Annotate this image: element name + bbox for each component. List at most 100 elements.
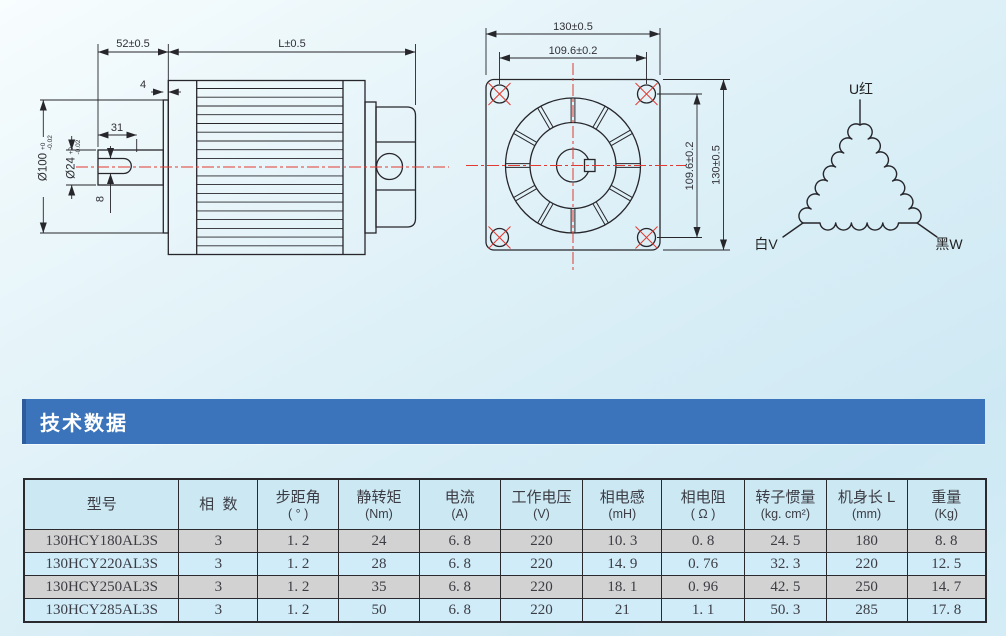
- motor-front-view: 130±0.5 109.6±0.2 109.6±0.2 130±0.5: [466, 21, 730, 272]
- svg-text:-0.02: -0.02: [75, 139, 82, 154]
- cell: 42. 5: [743, 575, 827, 599]
- cell: 250: [825, 575, 908, 599]
- section-title: 技术数据: [40, 413, 128, 435]
- cell: 180: [825, 529, 908, 553]
- col-header-phases: 相 数: [178, 478, 259, 530]
- cell: 6. 8: [418, 598, 501, 623]
- section-header-bar: 技术数据: [22, 399, 985, 444]
- cell: 50: [338, 598, 420, 623]
- cell: 6. 8: [418, 575, 501, 599]
- cell: 1. 2: [257, 552, 340, 576]
- motor-side-view: 52±0.5 L±0.5 4 31 Ø100 +0 -0.02 Ø24 +0 -…: [38, 38, 449, 256]
- svg-text:-0.02: -0.02: [47, 135, 54, 150]
- cell: 17. 8: [906, 598, 987, 623]
- cell: 0. 76: [661, 552, 745, 576]
- side-view-dimensions: [39, 44, 416, 234]
- col-header-current: 电流(A): [418, 478, 501, 530]
- cell: 35: [338, 575, 420, 599]
- dim-key-length: 31: [111, 122, 123, 134]
- cell: 50. 3: [743, 598, 827, 623]
- cell: 1. 2: [257, 529, 340, 553]
- terminal-v-label: 白V: [754, 236, 778, 252]
- cell: 1. 2: [257, 575, 340, 599]
- terminal-u-label: U红: [849, 81, 873, 97]
- cell: 285: [825, 598, 908, 623]
- dim-front-length: 52±0.5: [116, 38, 150, 50]
- cell: 32. 3: [743, 552, 827, 576]
- shaft-keyway-slot: [98, 157, 132, 175]
- cell: 3: [178, 552, 259, 576]
- dim-body-length: L±0.5: [278, 38, 305, 50]
- col-header-body-length: 机身长 L(mm): [825, 478, 908, 530]
- cell: 0. 8: [661, 529, 745, 553]
- coil-right: [859, 123, 922, 224]
- mounting-holes: [488, 82, 658, 249]
- cell: 6. 8: [418, 552, 501, 576]
- cell: 24. 5: [743, 529, 827, 553]
- cell: 220: [499, 598, 584, 623]
- cell: 28: [338, 552, 420, 576]
- svg-text:130±0.5: 130±0.5: [711, 145, 723, 185]
- coil-bottom: [802, 222, 918, 231]
- cell-model: 130HCY285AL3S: [23, 598, 180, 623]
- col-header-resistance: 相电阻( Ω ): [661, 478, 745, 530]
- endbell: [375, 106, 417, 228]
- cell: 3: [178, 575, 259, 599]
- svg-text:8: 8: [95, 196, 107, 202]
- cell: 21: [582, 598, 663, 623]
- dim-key-width: 8: [95, 196, 107, 202]
- header-row: 型号 相 数 步距角( ° ) 静转矩(Nm) 电流(A) 工作电压(V) 相电…: [23, 478, 987, 530]
- svg-text:Ø100: Ø100: [38, 153, 50, 181]
- dim-pilot-depth: 4: [140, 79, 146, 91]
- svg-text:+0: +0: [68, 147, 75, 155]
- cell: 3: [178, 598, 259, 623]
- cell: 18. 1: [582, 575, 663, 599]
- cell: 10. 3: [582, 529, 663, 553]
- technical-data-table: 型号 相 数 步距角( ° ) 静转矩(Nm) 电流(A) 工作电压(V) 相电…: [23, 478, 987, 623]
- dim-hole-spacing-top: 109.6±0.2: [549, 45, 598, 57]
- terminal-w-lead: [916, 222, 938, 238]
- cell: 24: [338, 529, 420, 553]
- col-header-voltage: 工作电压(V): [499, 478, 584, 530]
- dim-hole-spacing-side: 109.6±0.2: [684, 142, 696, 191]
- cell: 14. 7: [906, 575, 987, 599]
- technical-drawings: 52±0.5 L±0.5 4 31 Ø100 +0 -0.02 Ø24 +0 -…: [38, 21, 963, 272]
- col-header-inductance: 相电感(mH): [582, 478, 663, 530]
- cell-model: 130HCY180AL3S: [23, 529, 180, 553]
- col-header-rotor-inertia: 转子惯量(kg. cm²): [743, 478, 827, 530]
- cell: 3: [178, 529, 259, 553]
- cell: 6. 8: [418, 529, 501, 553]
- cell: 12. 5: [906, 552, 987, 576]
- cell: 220: [825, 552, 908, 576]
- cell: 1. 2: [257, 598, 340, 623]
- front-view-dimensions: [485, 28, 730, 251]
- cooling-ribs: [196, 88, 343, 247]
- table-row: 130HCY285AL3S 3 1. 2 50 6. 8 220 21 1. 1…: [23, 598, 987, 623]
- cell-model: 130HCY250AL3S: [23, 575, 180, 599]
- cell: 1. 1: [661, 598, 745, 623]
- terminal-v-lead: [782, 222, 804, 238]
- cell: 220: [499, 575, 584, 599]
- col-header-holding-torque: 静转矩(Nm): [338, 478, 420, 530]
- terminal-w-label: 黑W: [935, 236, 963, 252]
- dim-shaft-diameter: Ø24 +0 -0.02: [66, 139, 83, 179]
- dim-pilot-diameter: Ø100 +0 -0.02: [38, 135, 55, 181]
- table-row: 130HCY250AL3S 3 1. 2 35 6. 8 220 18. 1 0…: [23, 575, 987, 599]
- cell: 14. 9: [582, 552, 663, 576]
- coil-left: [798, 123, 861, 224]
- svg-text:+0: +0: [40, 142, 47, 150]
- svg-text:Ø24: Ø24: [66, 157, 78, 179]
- dim-flange-width: 130±0.5: [553, 21, 593, 33]
- svg-text:109.6±0.2: 109.6±0.2: [684, 142, 696, 191]
- col-header-model: 型号: [23, 478, 180, 530]
- col-header-step-angle: 步距角( ° ): [257, 478, 340, 530]
- cell: 8. 8: [906, 529, 987, 553]
- cell: 0. 96: [661, 575, 745, 599]
- cell-model: 130HCY220AL3S: [23, 552, 180, 576]
- dim-flange-height: 130±0.5: [711, 145, 723, 185]
- winding-diagram: U红 白V 黑W: [754, 81, 963, 252]
- table-row: 130HCY220AL3S 3 1. 2 28 6. 8 220 14. 9 0…: [23, 552, 987, 576]
- table-row: 130HCY180AL3S 3 1. 2 24 6. 8 220 10. 3 0…: [23, 529, 987, 553]
- cell: 220: [499, 552, 584, 576]
